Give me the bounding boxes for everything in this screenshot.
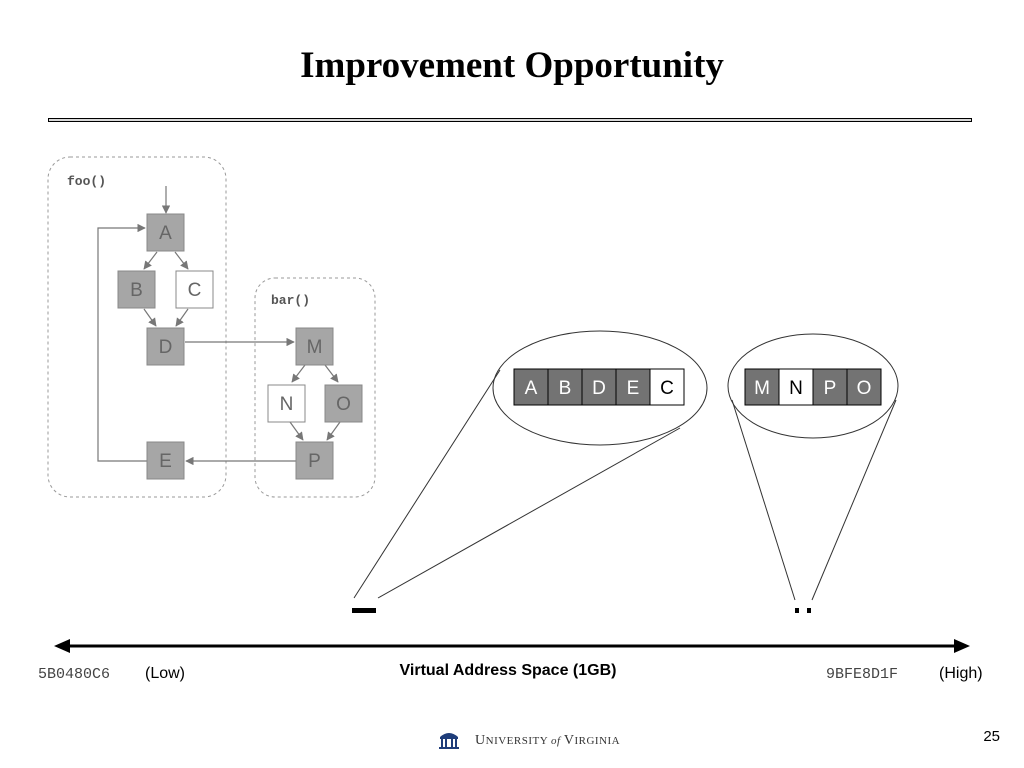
block-p <box>295 441 334 480</box>
zoom-line-high-right <box>811 399 897 601</box>
low-tag: (Low) <box>145 665 185 682</box>
layout-low-cell-label-b: B <box>559 378 572 399</box>
zoom-callouts <box>353 330 899 601</box>
block-o-label: O <box>336 394 351 415</box>
layout-high-cell-label-p: P <box>824 378 837 399</box>
block-e <box>146 441 185 480</box>
address-marker-high-1 <box>795 608 799 613</box>
page-number: 25 <box>983 728 1000 745</box>
block-n <box>267 384 306 423</box>
zoom-line-low-left <box>353 369 501 599</box>
zoom-line-low-right <box>377 427 681 599</box>
edge-a-c <box>174 251 189 270</box>
block-n-label: N <box>280 394 294 415</box>
university-name: UNIVERSITY of VIRGINIA <box>475 733 621 748</box>
low-address: 5B0480C6 <box>38 666 110 683</box>
layout-low-cell-label-e: E <box>627 378 640 399</box>
edge-e-a-loop <box>97 223 147 462</box>
layout-high-cell-label-m: M <box>754 378 770 399</box>
high-address: 9BFE8D1F <box>826 666 898 683</box>
edge-o-p <box>326 421 341 441</box>
block-c <box>175 270 214 309</box>
block-c-label: C <box>188 280 202 301</box>
block-o <box>324 384 363 423</box>
layout-high-cell-n <box>778 368 814 406</box>
zoom-ellipse-high <box>727 333 899 439</box>
layout-high-cell-o <box>846 368 882 406</box>
bar-function-box <box>254 277 376 498</box>
layout-high-cell-m <box>744 368 780 406</box>
layout-low-cell-label-a: A <box>525 378 538 399</box>
layout-high-cell-label-n: N <box>789 378 803 399</box>
layout-high-cell-p <box>812 368 848 406</box>
edge-c-d <box>175 308 189 327</box>
block-d-label: D <box>159 337 173 358</box>
block-m <box>295 327 334 366</box>
layout-low-cell-d <box>581 368 617 406</box>
edge-m-n <box>291 364 306 383</box>
layout-low-cell-a <box>513 368 549 406</box>
layout-high-cell-label-o: O <box>857 378 872 399</box>
block-b-label: B <box>130 280 143 301</box>
edge-n-p <box>289 421 304 441</box>
axis-label: Virtual Address Space (1GB) <box>400 662 617 679</box>
block-m-label: M <box>307 337 323 358</box>
foo-label: foo() <box>67 174 106 189</box>
cfg-edges <box>97 186 341 466</box>
layout-low-cell-label-c: C <box>660 378 674 399</box>
bar-label: bar() <box>271 293 310 308</box>
axis-arrow-right <box>954 639 970 653</box>
cfg-blocks <box>117 213 363 480</box>
layout-low-cell-e <box>615 368 651 406</box>
axis-arrow-left <box>54 639 70 653</box>
block-b <box>117 270 156 309</box>
block-a-label: A <box>159 223 172 244</box>
block-e-label: E <box>159 451 172 472</box>
page-title: Improvement Opportunity <box>300 45 724 86</box>
address-marker-low <box>352 608 376 613</box>
block-d <box>146 327 185 366</box>
title-rule <box>48 118 972 122</box>
layout-low-cell-c <box>649 368 685 406</box>
zoom-line-high-left <box>731 399 796 601</box>
zoom-ellipse-low <box>492 330 708 446</box>
layout-low-cell-label-d: D <box>592 378 606 399</box>
foo-function-box <box>47 156 227 498</box>
address-marker-high-2 <box>807 608 811 613</box>
edge-a-b <box>143 251 158 270</box>
block-p-label: P <box>308 451 321 472</box>
edge-m-o <box>324 364 339 383</box>
high-tag: (High) <box>939 665 983 682</box>
edge-b-d <box>143 308 157 327</box>
university-rotunda-icon <box>439 733 459 749</box>
block-a <box>146 213 185 252</box>
